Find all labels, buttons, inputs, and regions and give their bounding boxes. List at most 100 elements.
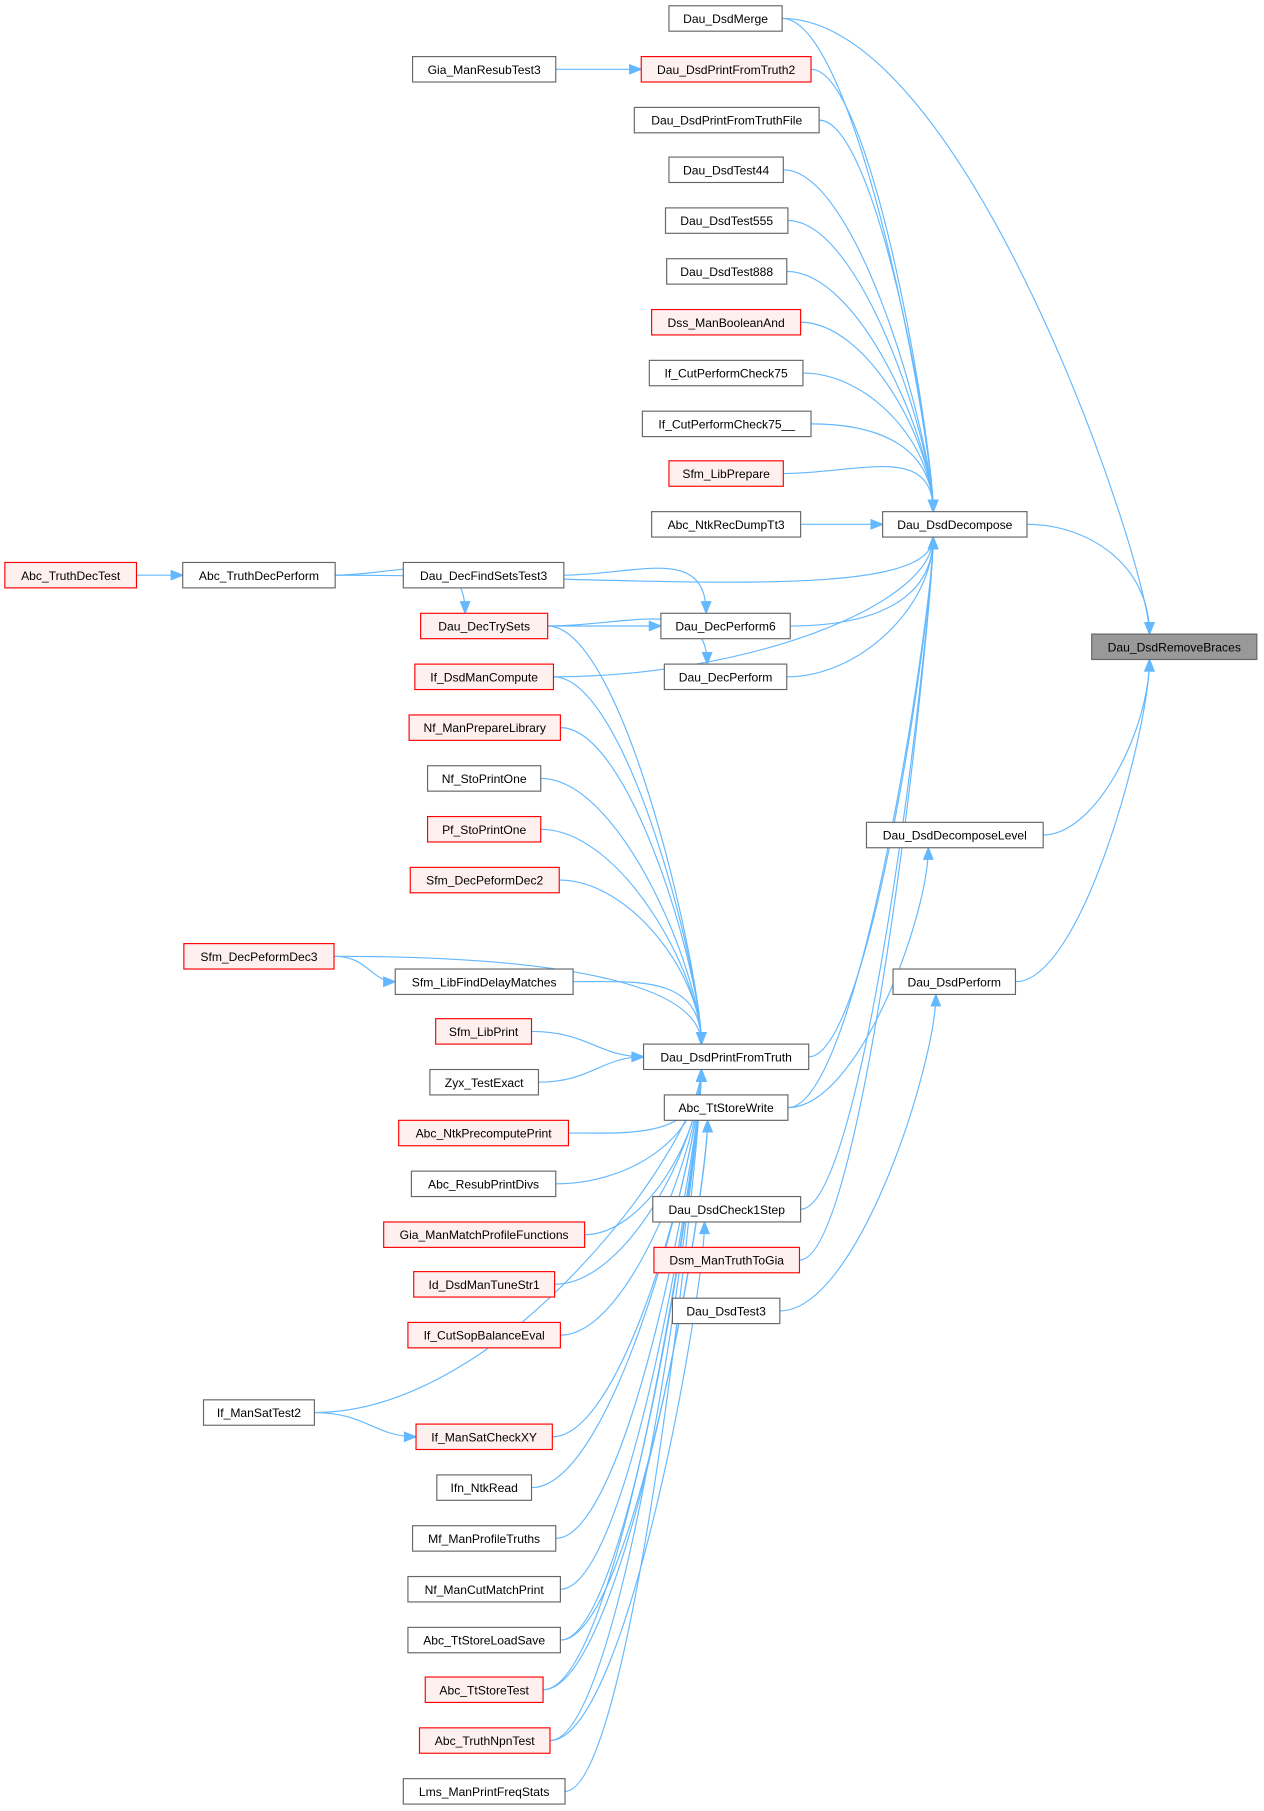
- node-label: Abc_TruthDecPerform: [199, 569, 319, 583]
- node-label: Ifn_NtkRead: [451, 1481, 518, 1495]
- graph-node-declevel[interactable]: Dau_DsdDecomposeLevel: [865, 821, 1044, 849]
- edge-merge-to-root: [782, 17, 1151, 635]
- arrowhead-icon: [702, 1118, 714, 1133]
- graph-node-tttest[interactable]: Abc_TtStoreTest: [424, 1676, 544, 1704]
- node-label: If_CutSopBalanceEval: [424, 1329, 545, 1343]
- graph-node-dsdperf[interactable]: Dau_DsdPerform: [892, 968, 1017, 996]
- arrowhead-icon: [701, 651, 713, 666]
- node-label: Abc_TtStoreLoadSave: [423, 1634, 545, 1648]
- graph-node-recdump[interactable]: Abc_NtkRecDumpTt3: [651, 511, 802, 538]
- edge-merge-to-decompose: [782, 17, 934, 512]
- edge-trysets-to-decperf: [547, 618, 708, 665]
- edge-dsdperf-to-root: [1015, 659, 1151, 983]
- graph-node-delaym[interactable]: Sfm_LibFindDelayMatches: [394, 968, 574, 996]
- node-label: Dau_DecPerform: [679, 670, 773, 684]
- edge-dsdmancomp-to-decompose: [553, 537, 934, 678]
- graph-node-npntest[interactable]: Abc_TruthNpnTest: [418, 1727, 551, 1754]
- graph-node-check1[interactable]: Dau_DsdCheck1Step: [652, 1195, 802, 1223]
- node-box: [652, 1195, 802, 1223]
- node-box: [429, 1068, 540, 1096]
- graph-node-pft[interactable]: Dau_DsdPrintFromTruth: [642, 1043, 810, 1071]
- graph-node-lms[interactable]: Lms_ManPrintFreqStats: [402, 1778, 566, 1805]
- graph-node-zyx[interactable]: Zyx_TestExact: [429, 1068, 540, 1096]
- node-label: Dau_DsdPrintFromTruth2: [657, 63, 795, 77]
- graph-node-t555[interactable]: Dau_DsdTest555: [664, 207, 789, 234]
- graph-node-merge[interactable]: Dau_DsdMerge: [668, 5, 783, 32]
- graph-node-dsdmancomp[interactable]: If_DsdManCompute: [414, 663, 555, 691]
- graph-node-decperf[interactable]: Dau_DecPerform: [663, 663, 788, 691]
- edge-dssand-to-decompose: [800, 321, 934, 512]
- graph-node-root[interactable]: Dau_DsdRemoveBraces: [1091, 633, 1258, 661]
- graph-node-decompose[interactable]: Dau_DsdDecompose: [882, 511, 1028, 538]
- graph-node-tdtest[interactable]: Abc_TruthDecTest: [4, 561, 138, 589]
- node-box: [651, 308, 802, 336]
- node-box: [435, 1018, 533, 1045]
- node-box: [183, 943, 335, 970]
- graph-node-matchprof[interactable]: Gia_ManMatchProfileFunctions: [383, 1221, 586, 1248]
- arrowhead-icon: [1144, 657, 1155, 672]
- node-box: [641, 410, 812, 438]
- node-box: [418, 1727, 551, 1754]
- node-box: [407, 1321, 561, 1349]
- graph-node-sfmprep[interactable]: Sfm_LibPrepare: [668, 460, 784, 487]
- graph-node-satxy[interactable]: If_ManSatCheckXY: [415, 1423, 553, 1451]
- graph-node-resubdivs[interactable]: Abc_ResubPrintDivs: [410, 1170, 557, 1198]
- node-box: [664, 207, 789, 234]
- graph-node-pftfile[interactable]: Dau_DsdPrintFromTruthFile: [633, 106, 820, 134]
- graph-node-trysets[interactable]: Dau_DecTrySets: [420, 612, 549, 640]
- node-box: [383, 1221, 586, 1248]
- node-box: [1091, 633, 1258, 661]
- graph-node-ttwrite[interactable]: Abc_TtStoreWrite: [663, 1094, 789, 1121]
- node-label: Dau_DsdTest555: [680, 214, 773, 228]
- graph-node-findsets[interactable]: Dau_DecFindSetsTest3: [402, 561, 565, 589]
- graph-node-dssand[interactable]: Dss_ManBooleanAnd: [651, 308, 802, 336]
- node-box: [668, 156, 784, 184]
- edge-decperf-to-decompose: [786, 537, 934, 678]
- graph-node-nfcut[interactable]: Nf_ManCutMatchPrint: [407, 1575, 561, 1603]
- graph-node-mfprof[interactable]: Mf_ManProfileTruths: [411, 1525, 557, 1552]
- graph-node-test3[interactable]: Dau_DsdTest3: [671, 1297, 781, 1325]
- node-box: [420, 612, 549, 640]
- node-box: [411, 56, 557, 83]
- node-label: Dau_DsdCheck1Step: [668, 1203, 785, 1217]
- node-label: Nf_StoPrintOne: [442, 772, 527, 786]
- graph-node-dec3[interactable]: Sfm_DecPeformDec3: [183, 943, 335, 970]
- arrowhead-icon: [695, 1031, 707, 1046]
- edge-decompose-to-root: [1027, 523, 1151, 635]
- node-label: Sfm_LibPrepare: [682, 467, 770, 481]
- edge-sfmprep-to-decompose: [783, 466, 934, 512]
- node-label: Lms_ManPrintFreqStats: [419, 1785, 550, 1799]
- graph-node-nfsto[interactable]: Nf_StoPrintOne: [426, 765, 542, 792]
- graph-node-t888[interactable]: Dau_DsdTest888: [666, 258, 788, 285]
- graph-node-pfsto[interactable]: Pf_StoPrintOne: [426, 815, 542, 843]
- graph-node-cpc75u[interactable]: If_CutPerformCheck75__: [641, 410, 812, 438]
- edge-pftfile-to-decompose: [819, 119, 934, 512]
- graph-node-tunestr[interactable]: Id_DsdManTuneStr1: [413, 1271, 556, 1298]
- node-box: [394, 968, 574, 996]
- node-label: If_CutPerformCheck75: [665, 367, 788, 381]
- arrowhead-icon: [930, 992, 942, 1007]
- graph-node-t44[interactable]: Dau_DsdTest44: [668, 156, 784, 184]
- graph-node-sattest2[interactable]: If_ManSatTest2: [202, 1399, 315, 1426]
- graph-node-pft2[interactable]: Dau_DsdPrintFromTruth2: [640, 56, 812, 83]
- graph-node-decperf6[interactable]: Dau_DecPerform6: [660, 612, 791, 640]
- graph-node-resub3[interactable]: Gia_ManResubTest3: [411, 56, 557, 83]
- node-label: Gia_ManResubTest3: [428, 63, 541, 77]
- graph-node-sfmprint[interactable]: Sfm_LibPrint: [435, 1018, 533, 1045]
- graph-node-dec2[interactable]: Sfm_DecPeformDec2: [409, 866, 560, 894]
- arrowhead-icon: [403, 1431, 418, 1443]
- node-label: If_ManSatCheckXY: [431, 1430, 537, 1444]
- graph-node-sopbal[interactable]: If_CutSopBalanceEval: [407, 1321, 561, 1349]
- graph-node-ttls[interactable]: Abc_TtStoreLoadSave: [407, 1626, 561, 1654]
- graph-node-ifnread[interactable]: Ifn_NtkRead: [436, 1474, 533, 1501]
- node-label: Dau_DsdTest44: [683, 163, 769, 177]
- graph-node-tdperf[interactable]: Abc_TruthDecPerform: [182, 561, 336, 589]
- graph-node-precomp[interactable]: Abc_NtkPrecomputePrint: [398, 1119, 570, 1147]
- edges-layer: [136, 17, 1155, 1792]
- graph-node-dsm[interactable]: Dsm_ManTruthToGia: [653, 1246, 801, 1274]
- arrowhead-icon: [927, 499, 939, 514]
- graph-node-nfprep[interactable]: Nf_ManPrepareLibrary: [408, 714, 561, 741]
- graph-node-cpc75[interactable]: If_CutPerformCheck75: [648, 359, 804, 387]
- node-label: Abc_ResubPrintDivs: [428, 1177, 539, 1191]
- node-box: [413, 1271, 556, 1298]
